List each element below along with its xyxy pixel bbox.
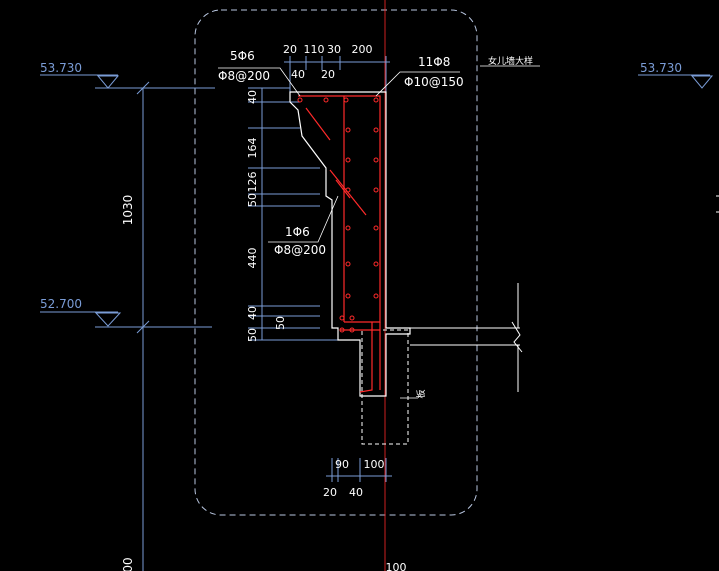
label-11phi8: 11Φ8 xyxy=(418,55,450,69)
detail-frame xyxy=(194,9,478,516)
dim-left-40-lower: 40 xyxy=(246,306,259,320)
dimension-chain-bottom xyxy=(326,458,392,482)
label-5phi6: 5Φ6 xyxy=(230,49,255,63)
rebar-dots xyxy=(297,97,379,333)
level-marker-top-left: 53.730 xyxy=(40,61,215,89)
level-marker-top-right: 53.730 xyxy=(638,61,714,89)
dimension-chain-top xyxy=(284,56,390,92)
label-phi8-200-top: Φ8@200 xyxy=(218,69,270,83)
beam-below-dashed xyxy=(361,329,409,445)
dim-bottom-left-partial: 00 xyxy=(121,557,135,571)
level-marker-lower-left: 52.700 xyxy=(40,297,212,328)
label-phi8-200-mid: Φ8@200 xyxy=(274,243,326,257)
label-1phi6: 1Φ6 xyxy=(285,225,310,239)
dim-top-40: 40 xyxy=(291,68,305,81)
rebar-cage xyxy=(298,95,381,393)
dim-top-20: 20 xyxy=(283,43,297,56)
leader-lines xyxy=(218,65,540,243)
dim-top-30: 30 xyxy=(327,43,341,56)
dim-top-110: 110 xyxy=(304,43,325,56)
dim-left-50-upper: 50 xyxy=(246,193,259,207)
dim-left-40-top: 40 xyxy=(246,90,259,104)
dim-bottom-90: 90 xyxy=(335,458,349,471)
dim-1030: 1030 xyxy=(121,195,135,226)
dim-bottom-20: 20 xyxy=(323,486,337,499)
dim-left-440: 440 xyxy=(246,248,259,269)
level-label-top-left: 53.730 xyxy=(40,61,82,75)
note-side: 板 xyxy=(415,389,427,398)
roof-slab xyxy=(386,283,523,392)
dimension-height-total: 1030 00 xyxy=(121,81,150,571)
dim-left-50-bottom: 50 xyxy=(246,328,259,342)
dim-top-20b: 20 xyxy=(321,68,335,81)
dim-left-164: 164 xyxy=(246,138,259,159)
level-label-lower-left: 52.700 xyxy=(40,297,82,311)
dim-bottom-100: 100 xyxy=(364,458,385,471)
dimension-chain-left xyxy=(248,87,340,341)
dim-top-200: 200 xyxy=(352,43,373,56)
dim-left-126: 126 xyxy=(246,172,259,193)
dim-left-50-right: 50 xyxy=(274,316,287,330)
dim-bottom-center-partial: 100 xyxy=(386,561,407,571)
level-label-top-right: 53.730 xyxy=(640,61,682,75)
label-phi10-150: Φ10@150 xyxy=(404,75,464,89)
note-top-right: 女儿墙大样 xyxy=(488,55,533,67)
dim-bottom-40: 40 xyxy=(349,486,363,499)
